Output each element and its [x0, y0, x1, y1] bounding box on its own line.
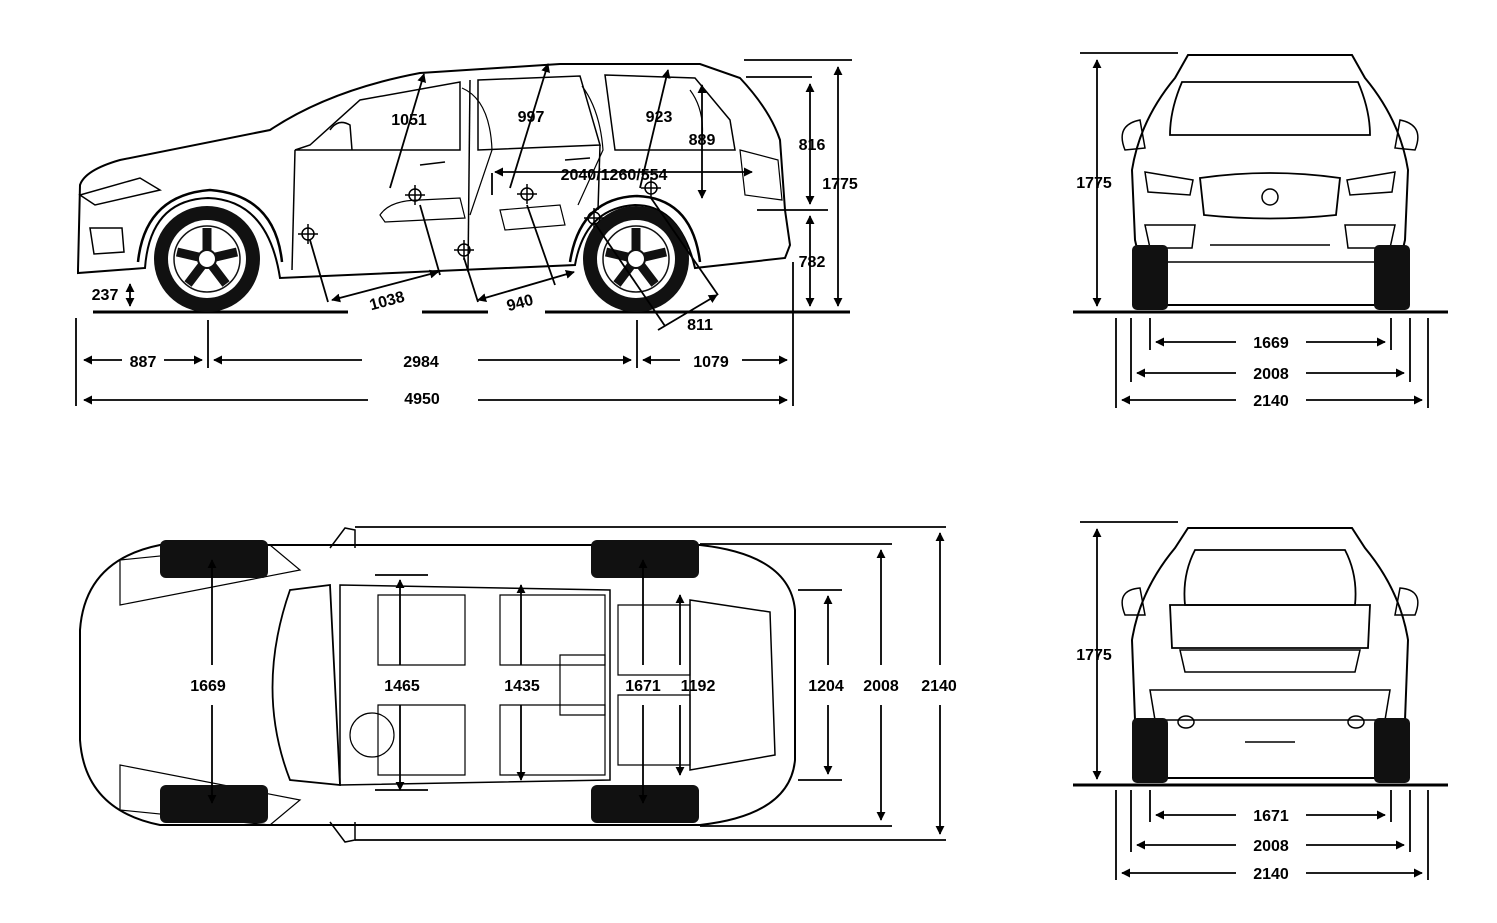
front-car-body: [1121, 54, 1419, 306]
headroom-trunk-label: 889: [689, 132, 716, 149]
rear-track-label: 1671: [1253, 808, 1289, 825]
front-width-body-label: 2008: [1253, 366, 1289, 383]
side-rear-wheel: [583, 206, 689, 312]
wheelbase-label: 2984: [403, 354, 439, 371]
front-overhang-label: 887: [130, 354, 157, 371]
seat-ref-point: [298, 224, 318, 244]
rear-height-label: 1775: [1076, 647, 1112, 664]
seat-ref-point: [584, 208, 604, 228]
top-width-body-label: 2008: [863, 678, 899, 695]
top-rear-right-tire: [591, 785, 699, 823]
headroom-row3-label: 923: [646, 109, 673, 126]
top-rear-left-tire: [591, 540, 699, 578]
top-cargo-width-label: 1204: [808, 678, 844, 695]
top-width-row3-label: 1192: [681, 678, 716, 695]
top-dimension-lines: [207, 526, 946, 841]
side-car-body: [77, 63, 792, 280]
front-right-tire: [1374, 245, 1410, 310]
cargo-lengths-label: 2040/1260/554: [561, 167, 668, 184]
front-dimension-lines: [1080, 52, 1429, 408]
rear-left-tire: [1132, 718, 1168, 783]
departure-dim-label: 811: [687, 317, 713, 334]
seat-ref-point: [405, 185, 425, 205]
legroom-row1-label: 1038: [368, 289, 407, 315]
front-track-label: 1669: [1253, 335, 1289, 352]
total-length-label: 4950: [404, 391, 440, 408]
front-view: 1775 1669 2008 2140: [1073, 52, 1448, 410]
total-height-label: 1775: [822, 176, 858, 193]
side-view: 1051 997 923 889 2040/1260/554 1038 940 …: [75, 59, 858, 408]
ground-clearance-label: 237: [92, 287, 119, 304]
headroom-row1-label: 1051: [391, 112, 427, 129]
front-left-tire: [1132, 245, 1168, 310]
headroom-row2-label: 997: [518, 109, 545, 126]
side-dimension-lines: [75, 59, 852, 406]
rear-overhang-label: 1079: [693, 354, 729, 371]
legroom-row2-label: 940: [505, 292, 535, 315]
upper-height-label: 816: [799, 137, 826, 154]
rear-width-body-label: 2008: [1253, 838, 1289, 855]
lower-height-label: 782: [799, 254, 826, 271]
top-width-row2-label: 1435: [504, 678, 540, 695]
seat-ref-point: [454, 240, 474, 260]
seat-ref-point: [517, 184, 537, 204]
side-front-wheel: [154, 206, 260, 312]
seat-ref-point: [641, 178, 661, 198]
top-front-track-label: 1669: [190, 678, 226, 695]
rear-view: 1775 1671 2008 2140: [1073, 521, 1448, 883]
top-width-row1-label: 1465: [384, 678, 420, 695]
front-height-label: 1775: [1076, 175, 1112, 192]
top-front-left-tire: [160, 540, 268, 578]
rear-right-tire: [1374, 718, 1410, 783]
rear-width-mirrors-label: 2140: [1253, 866, 1289, 883]
seat-reference-marks: [298, 178, 661, 260]
rear-car-body: [1121, 527, 1419, 779]
top-rear-track-label: 1671: [625, 678, 661, 695]
top-view: 1669 1465 1435 1671 1192 1204 2008 2140: [79, 526, 957, 843]
rear-dimension-lines: [1080, 521, 1429, 880]
top-width-mirrors-label: 2140: [921, 678, 957, 695]
top-front-right-tire: [160, 785, 268, 823]
front-width-mirrors-label: 2140: [1253, 393, 1289, 410]
